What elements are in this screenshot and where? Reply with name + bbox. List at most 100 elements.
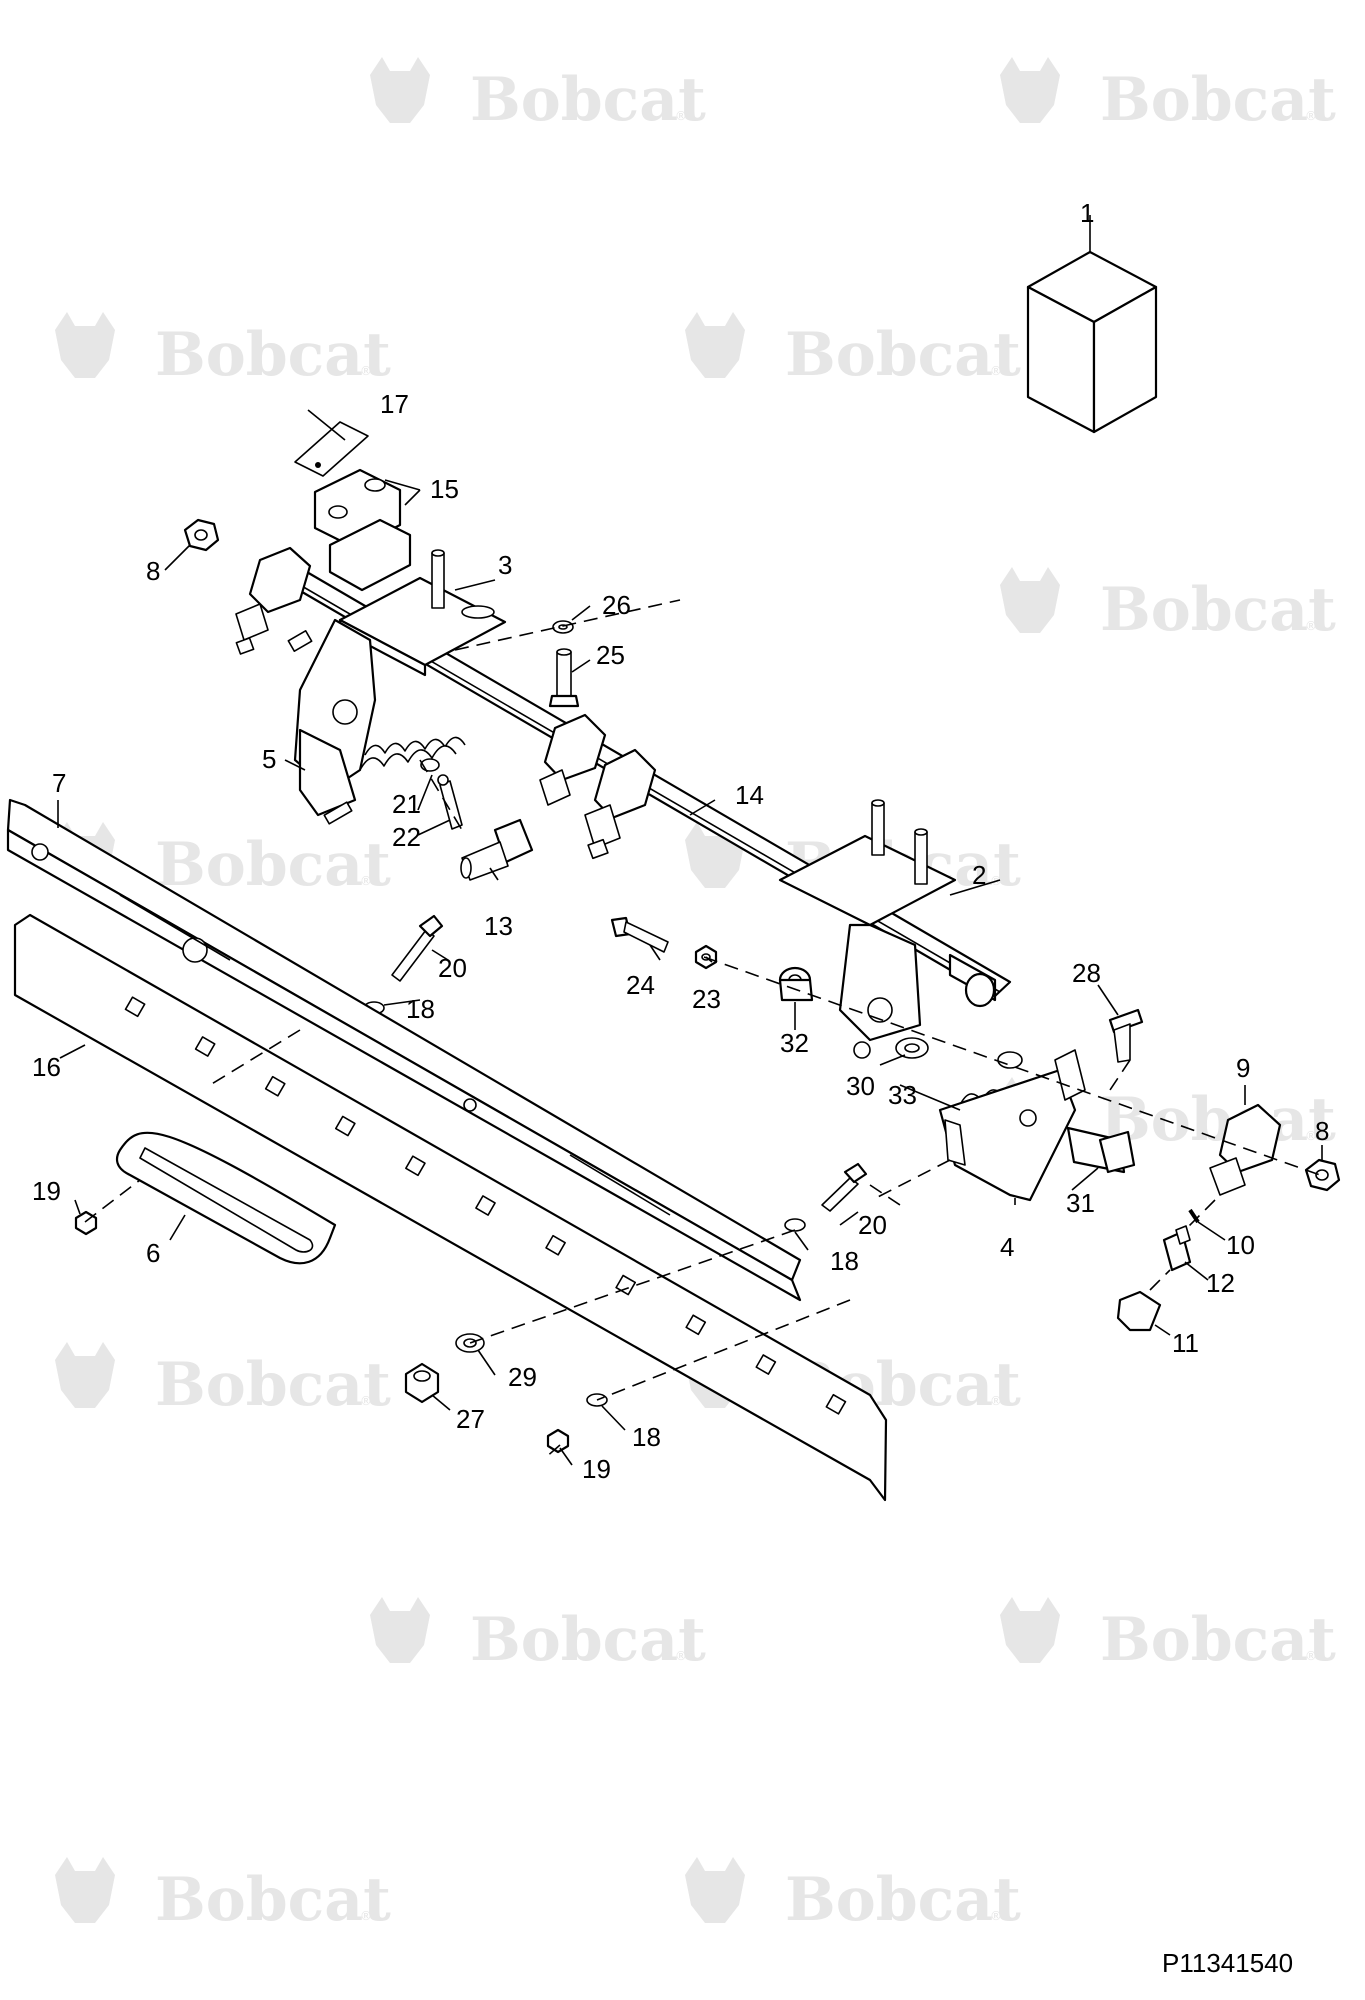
watermark: Bobcat®: [55, 1857, 391, 1935]
edge-slot: [264, 1075, 286, 1097]
watermark: Bobcat®: [370, 57, 706, 135]
part-16-cutting-edge: [13, 913, 888, 1502]
part-8-nut-right: [1304, 1158, 1341, 1192]
part-26-washer: [552, 620, 574, 634]
callout-4: 4: [1000, 1232, 1014, 1262]
callout-13: 13: [484, 911, 513, 941]
callout-1: 1: [1080, 198, 1094, 228]
callout-32: 32: [780, 1028, 809, 1058]
part-2-right-bracket: [778, 799, 997, 1059]
watermark-logo: [55, 312, 115, 378]
callout-17: 17: [380, 389, 409, 419]
part-13-elbow: [460, 818, 534, 881]
callout-8a: 8: [146, 556, 160, 586]
callout-27: 27: [456, 1404, 485, 1434]
callout-19b: 19: [582, 1454, 611, 1484]
part-left-shaft-clamp: [235, 546, 312, 655]
watermark-reg-mark: ®: [1305, 619, 1317, 633]
part-mid-shaft-clamp: [539, 713, 607, 806]
watermark: Bobcat®: [55, 1342, 391, 1420]
watermark: Bobcat®: [1000, 567, 1336, 645]
part-6-handle: [115, 1131, 337, 1265]
watermark-logo: [370, 57, 430, 123]
watermark-text: Bobcat: [155, 1865, 391, 1935]
watermark-text: Bobcat: [785, 1865, 1021, 1935]
callout-18a: 18: [406, 994, 435, 1024]
edge-slot: [755, 1354, 777, 1375]
watermark-reg-mark: ®: [1305, 1649, 1317, 1663]
figure-id: P11341540: [1162, 1948, 1293, 1978]
part-25-bolt: [548, 648, 580, 708]
watermark-logo: [55, 1857, 115, 1923]
watermark-reg-mark: ®: [360, 874, 372, 888]
callout-numbers: 1 2 3 4 5 6 7 8 8 9 10 11 12 13 14 15 16…: [32, 198, 1329, 1484]
edge-slot: [405, 1155, 426, 1177]
part-27-nut: [404, 1362, 440, 1404]
edge-slot: [545, 1234, 566, 1256]
callout-20a: 20: [438, 953, 467, 983]
part-10-clip: [1188, 1208, 1200, 1224]
watermark-reg-mark: ®: [675, 109, 687, 123]
callout-20b: 20: [858, 1210, 887, 1240]
edge-slots: [124, 996, 847, 1415]
part-12-connector: [1162, 1225, 1192, 1272]
watermark-reg-mark: ®: [990, 1394, 1002, 1408]
edge-slot: [685, 1314, 707, 1336]
watermark-text: Bobcat: [785, 320, 1021, 390]
callout-14: 14: [735, 780, 764, 810]
part-mid2-shaft-clamp: [584, 748, 657, 860]
watermark-reg-mark: ®: [360, 1394, 372, 1408]
watermark-logo: [685, 312, 745, 378]
edge-slot: [475, 1195, 496, 1216]
watermark-logo: [685, 1857, 745, 1923]
part-15-clamp: [313, 468, 412, 592]
callout-25: 25: [596, 640, 625, 670]
watermark: Bobcat®: [55, 312, 391, 390]
callout-30: 30: [846, 1071, 875, 1101]
edge-slot: [825, 1393, 847, 1415]
callout-31: 31: [1066, 1188, 1095, 1218]
callout-7: 7: [52, 768, 66, 798]
part-31-pin: [1066, 1126, 1136, 1174]
watermark-logo: [370, 1597, 430, 1663]
watermark-text: Bobcat: [1100, 1085, 1336, 1155]
part-5-left-bracket: [287, 618, 466, 825]
watermark-reg-mark: ®: [360, 364, 372, 378]
part-28-bolt: [1108, 1008, 1144, 1063]
watermark-text: Bobcat: [1100, 65, 1336, 135]
callout-26: 26: [602, 590, 631, 620]
part-22-bolt: [437, 774, 463, 830]
edge-slot: [334, 1115, 356, 1137]
part-18-washer-mid: [784, 1218, 806, 1232]
callout-6: 6: [146, 1238, 160, 1268]
part-20-bolt-lower: [821, 1162, 868, 1212]
part-11-cap: [1116, 1290, 1162, 1332]
watermark-logo: [1000, 1597, 1060, 1663]
part-32-bushing: [778, 966, 814, 1002]
part-7-long-bar: [6, 798, 802, 1302]
watermark: Bobcat®: [370, 1597, 706, 1675]
callout-19a: 19: [32, 1176, 61, 1206]
part-30-washer: [895, 1037, 929, 1059]
callout-18b: 18: [830, 1246, 859, 1276]
watermark-text: Bobcat: [155, 830, 391, 900]
watermark-reg-mark: ®: [675, 1649, 687, 1663]
part-17-shim: [294, 421, 369, 477]
callout-3: 3: [498, 550, 512, 580]
watermark-logo: [1000, 57, 1060, 123]
watermark-text: Bobcat: [155, 320, 391, 390]
spring-upper: [359, 736, 466, 771]
watermark: Bobcat®: [685, 1857, 1021, 1935]
part-24-bolt: [610, 916, 669, 953]
callout-15: 15: [430, 474, 459, 504]
callout-22: 22: [392, 822, 421, 852]
watermark-reg-mark: ®: [360, 1909, 372, 1923]
watermark: Bobcat®: [1000, 1597, 1336, 1675]
watermark: Bobcat®: [685, 312, 1021, 390]
watermark-reg-mark: ®: [1305, 1129, 1317, 1143]
callout-21: 21: [392, 789, 421, 819]
edge-slot: [194, 1036, 216, 1057]
watermark-text: Bobcat: [155, 1350, 391, 1420]
